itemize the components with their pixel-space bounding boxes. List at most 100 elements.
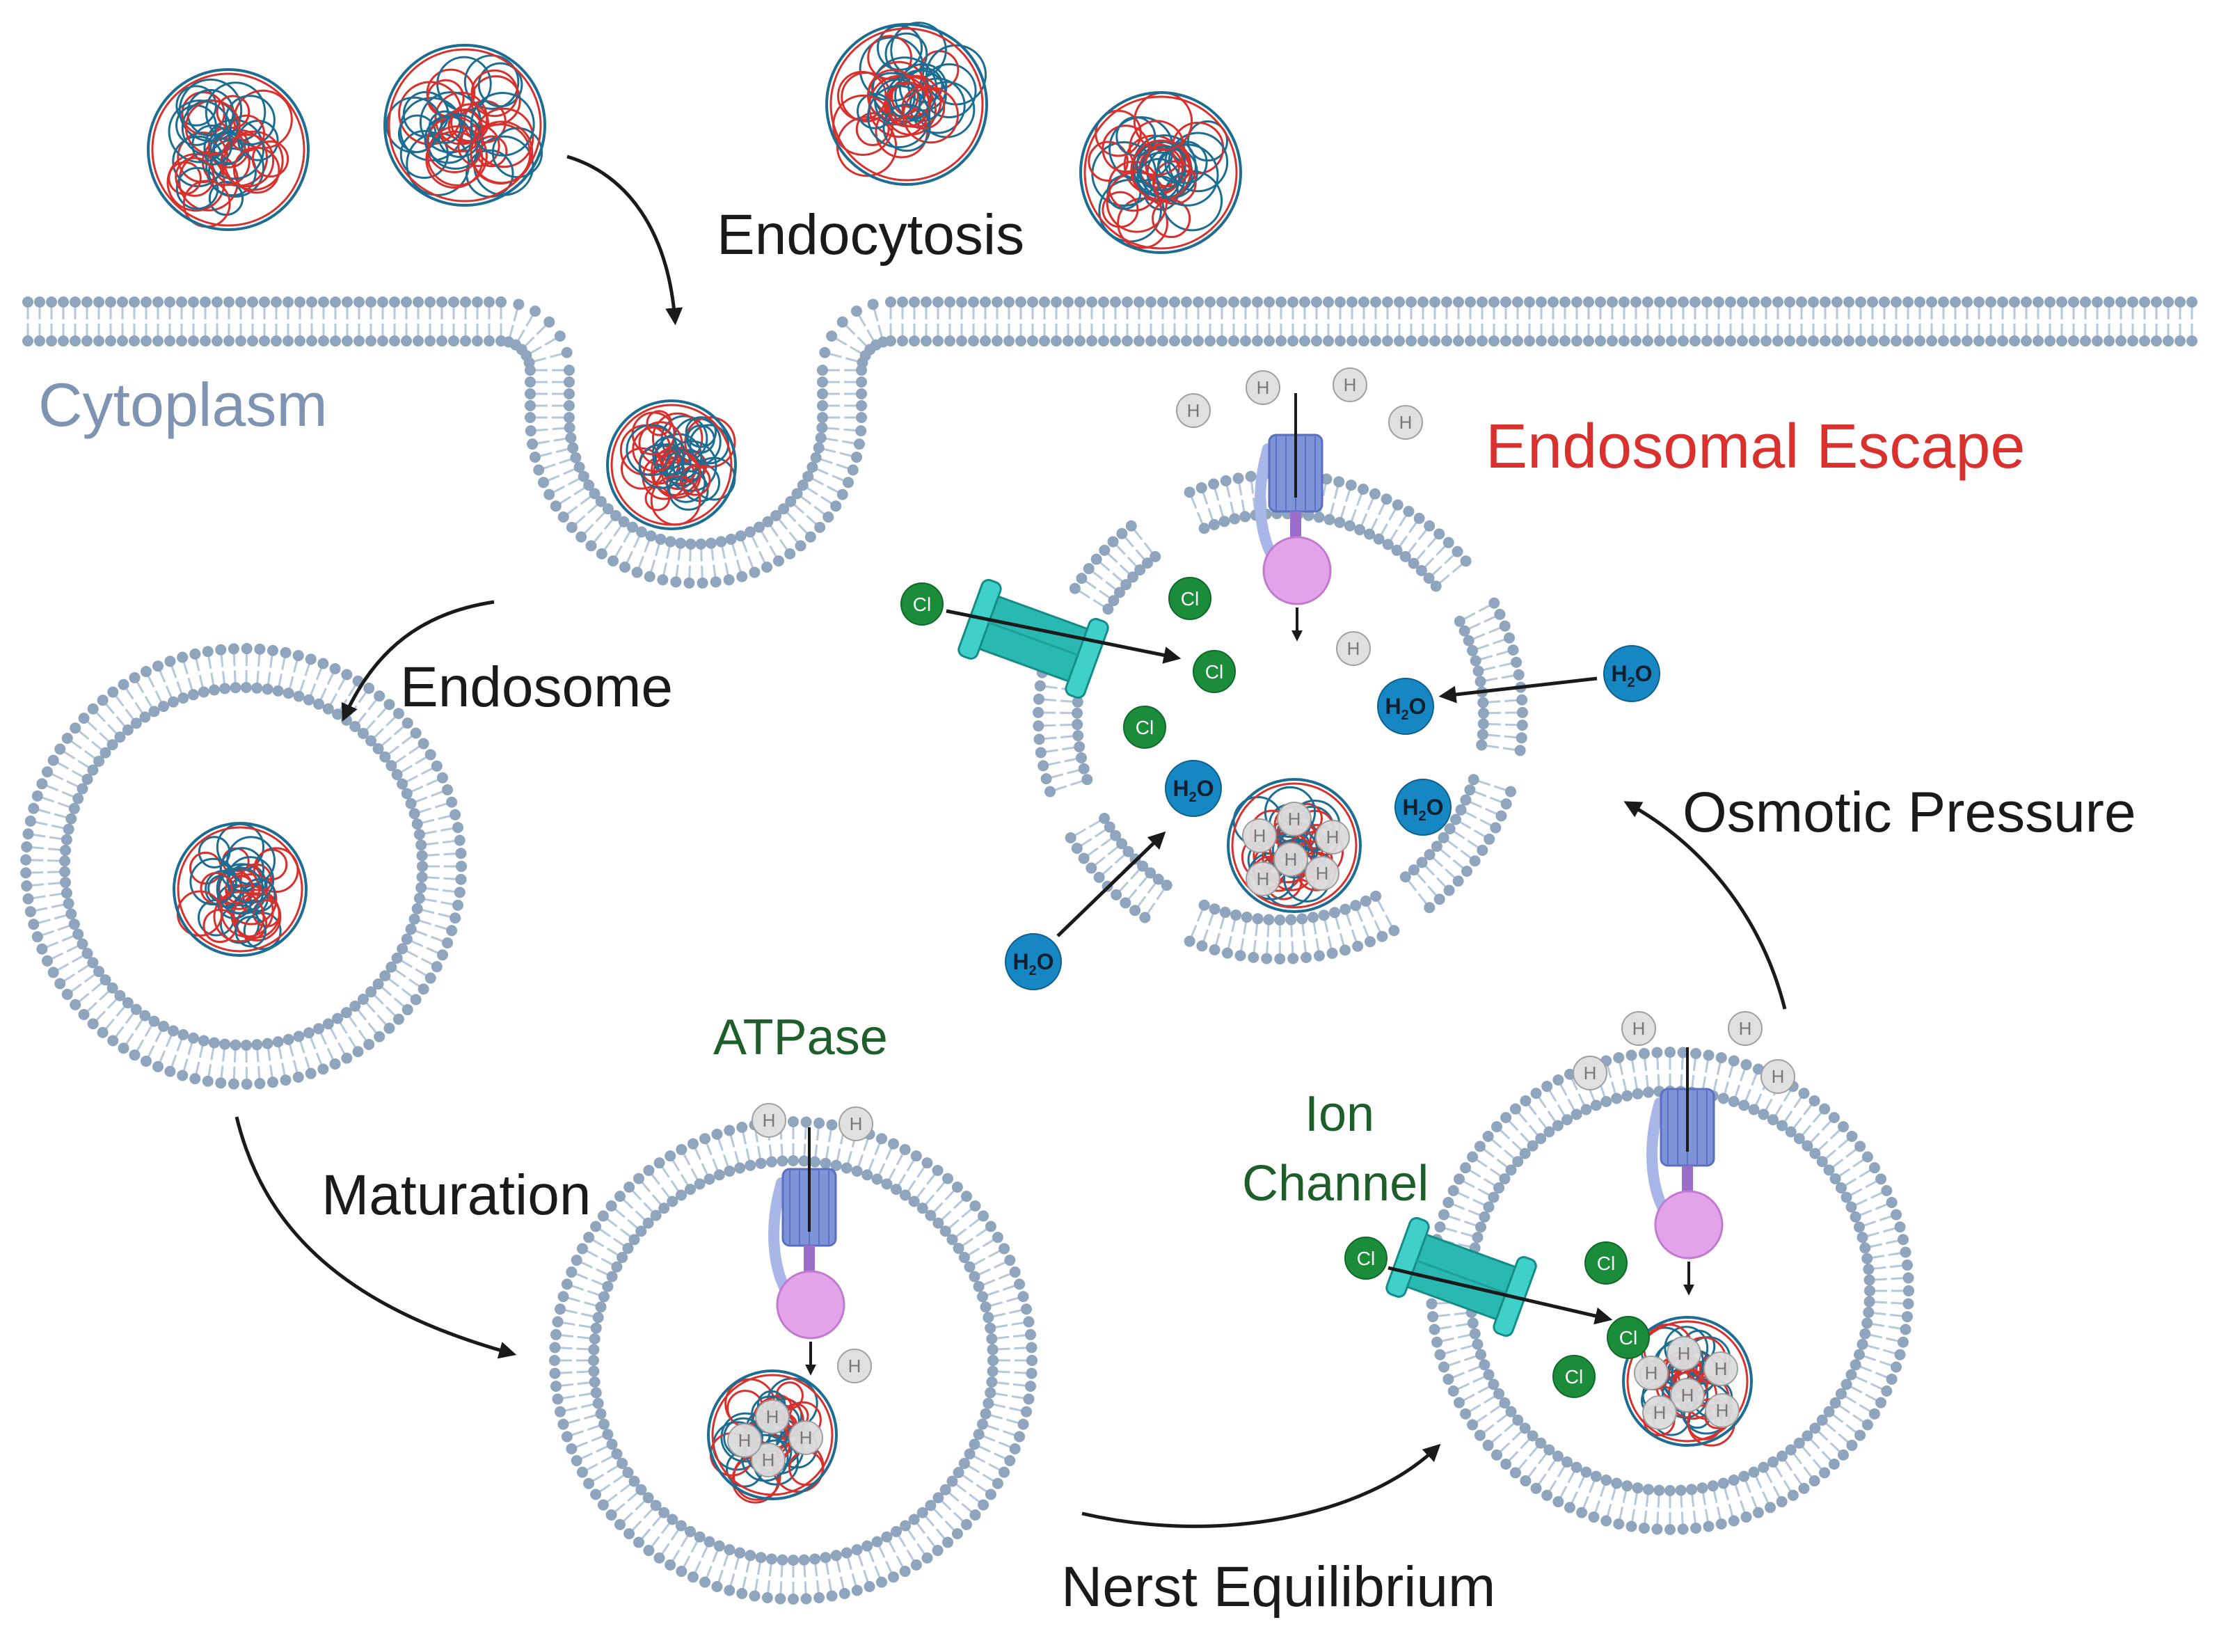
svg-text:H: H [850, 1113, 863, 1134]
svg-text:H: H [1326, 827, 1339, 848]
arrow-to-endocytosis [566, 154, 683, 326]
proton: H [1246, 370, 1280, 405]
water-molecule: H2O [1377, 678, 1434, 735]
svg-text:Cl: Cl [1205, 661, 1223, 683]
bound-proton: H [1315, 820, 1350, 855]
svg-text:H: H [1347, 638, 1360, 659]
label-ion-channel-line2: Channel [1242, 1156, 1429, 1212]
arrow-osmotic [1623, 801, 1787, 1010]
label-atpase: ATPase [713, 1010, 888, 1065]
bound-proton: H [751, 1443, 786, 1477]
bound-proton: H [1273, 842, 1308, 877]
svg-text:H: H [1257, 377, 1270, 398]
label-endosomal-escape: Endosomal Escape [1486, 412, 2025, 482]
ruptured-endosome-membrane-segment-1 [1454, 597, 1528, 756]
proton: H [1760, 1059, 1795, 1094]
ruptured-endosome-membrane-segment-2 [1399, 774, 1516, 914]
late-endosome-membrane [1426, 1047, 1914, 1535]
svg-text:H: H [1632, 1018, 1646, 1039]
ion-channel-late [1385, 1216, 1537, 1337]
bound-proton: H [755, 1399, 790, 1434]
atpase-pumps [768, 393, 1724, 1376]
chloride-ion: Cl [1584, 1241, 1628, 1285]
chloride-ion: Cl [1552, 1355, 1596, 1398]
svg-text:H: H [848, 1356, 861, 1376]
chloride-ion: Cl [1168, 577, 1211, 620]
nanoparticle-endocytosing [606, 399, 737, 530]
chloride-ion: Cl [1193, 650, 1236, 693]
ruptured-endosome-membrane-segment-3 [1184, 890, 1400, 964]
svg-text:H: H [1584, 1063, 1597, 1083]
arrow-nernst [1081, 1443, 1441, 1528]
svg-text:Cl: Cl [1597, 1253, 1615, 1274]
svg-text:Cl: Cl [1619, 1327, 1637, 1349]
early-endosome-membrane [20, 643, 467, 1090]
nanoparticle-1 [147, 68, 310, 231]
label-osmotic: Osmotic Pressure [1683, 781, 2136, 844]
svg-text:H: H [1288, 809, 1301, 829]
proton: H [1621, 1011, 1656, 1046]
bound-proton: H [1242, 818, 1277, 853]
svg-text:H: H [1285, 849, 1298, 870]
svg-text:H: H [800, 1427, 813, 1448]
proton: H [1336, 631, 1371, 666]
atpase-late [1646, 1047, 1724, 1296]
water-molecule: H2O [1005, 933, 1062, 990]
svg-text:H: H [1399, 412, 1413, 433]
nanoparticle-3 [825, 22, 988, 186]
maturing-endosome-membrane [549, 1116, 1038, 1605]
label-cytoplasm: Cytoplasm [38, 370, 328, 439]
plasma-membrane [22, 296, 2197, 589]
proton: H [752, 1103, 786, 1138]
svg-text:H2O: H2O [1012, 949, 1054, 978]
ruptured-endosome-membrane-segment-6 [1069, 520, 1161, 615]
svg-text:H: H [1716, 1400, 1729, 1421]
label-ion-channel-line1: Ion [1305, 1086, 1374, 1142]
water-molecule: H2O [1603, 645, 1660, 702]
svg-text:H: H [1653, 1402, 1667, 1423]
svg-text:H: H [1253, 825, 1266, 846]
svg-text:H: H [1715, 1358, 1728, 1379]
svg-text:H: H [763, 1110, 776, 1131]
svg-text:H2O: H2O [1402, 795, 1443, 824]
bound-proton: H [788, 1420, 823, 1455]
chloride-ion: Cl [900, 582, 944, 626]
label-maturation: Maturation [321, 1163, 591, 1227]
svg-text:H: H [766, 1406, 779, 1427]
svg-text:H: H [1187, 400, 1200, 421]
chloride-ion: Cl [1607, 1316, 1650, 1359]
label-endocytosis: Endocytosis [717, 203, 1024, 267]
svg-text:H: H [1344, 374, 1357, 395]
svg-text:Cl: Cl [913, 594, 931, 615]
label-endosome: Endosome [400, 656, 673, 719]
proton: H [1333, 367, 1367, 402]
chloride-ion: Cl [1123, 706, 1166, 749]
nanoparticle-2 [383, 44, 546, 207]
label-nernst: Nerst Equilibrium [1061, 1555, 1495, 1619]
svg-text:H: H [1316, 863, 1329, 884]
atpase-maturing [768, 1127, 845, 1376]
bound-proton: H [1670, 1378, 1705, 1413]
svg-text:H2O: H2O [1172, 776, 1214, 805]
bound-proton: H [1705, 1393, 1740, 1428]
svg-text:H: H [1257, 868, 1270, 889]
svg-text:H: H [1678, 1343, 1691, 1364]
bound-proton: H [1642, 1395, 1677, 1430]
svg-text:Cl: Cl [1136, 717, 1154, 738]
water-influx-arrow-right [1438, 676, 1598, 704]
chloride-ion: Cl [1344, 1237, 1388, 1280]
water-molecule: H2O [1394, 779, 1452, 836]
svg-text:Cl: Cl [1565, 1366, 1583, 1388]
svg-text:H: H [762, 1450, 775, 1470]
svg-text:H: H [1645, 1363, 1658, 1383]
svg-text:H: H [738, 1430, 752, 1451]
ruptured-endosome-membrane-segment-4 [1065, 813, 1172, 923]
arrow-maturation [234, 1116, 517, 1359]
water-molecule: H2O [1165, 760, 1222, 817]
